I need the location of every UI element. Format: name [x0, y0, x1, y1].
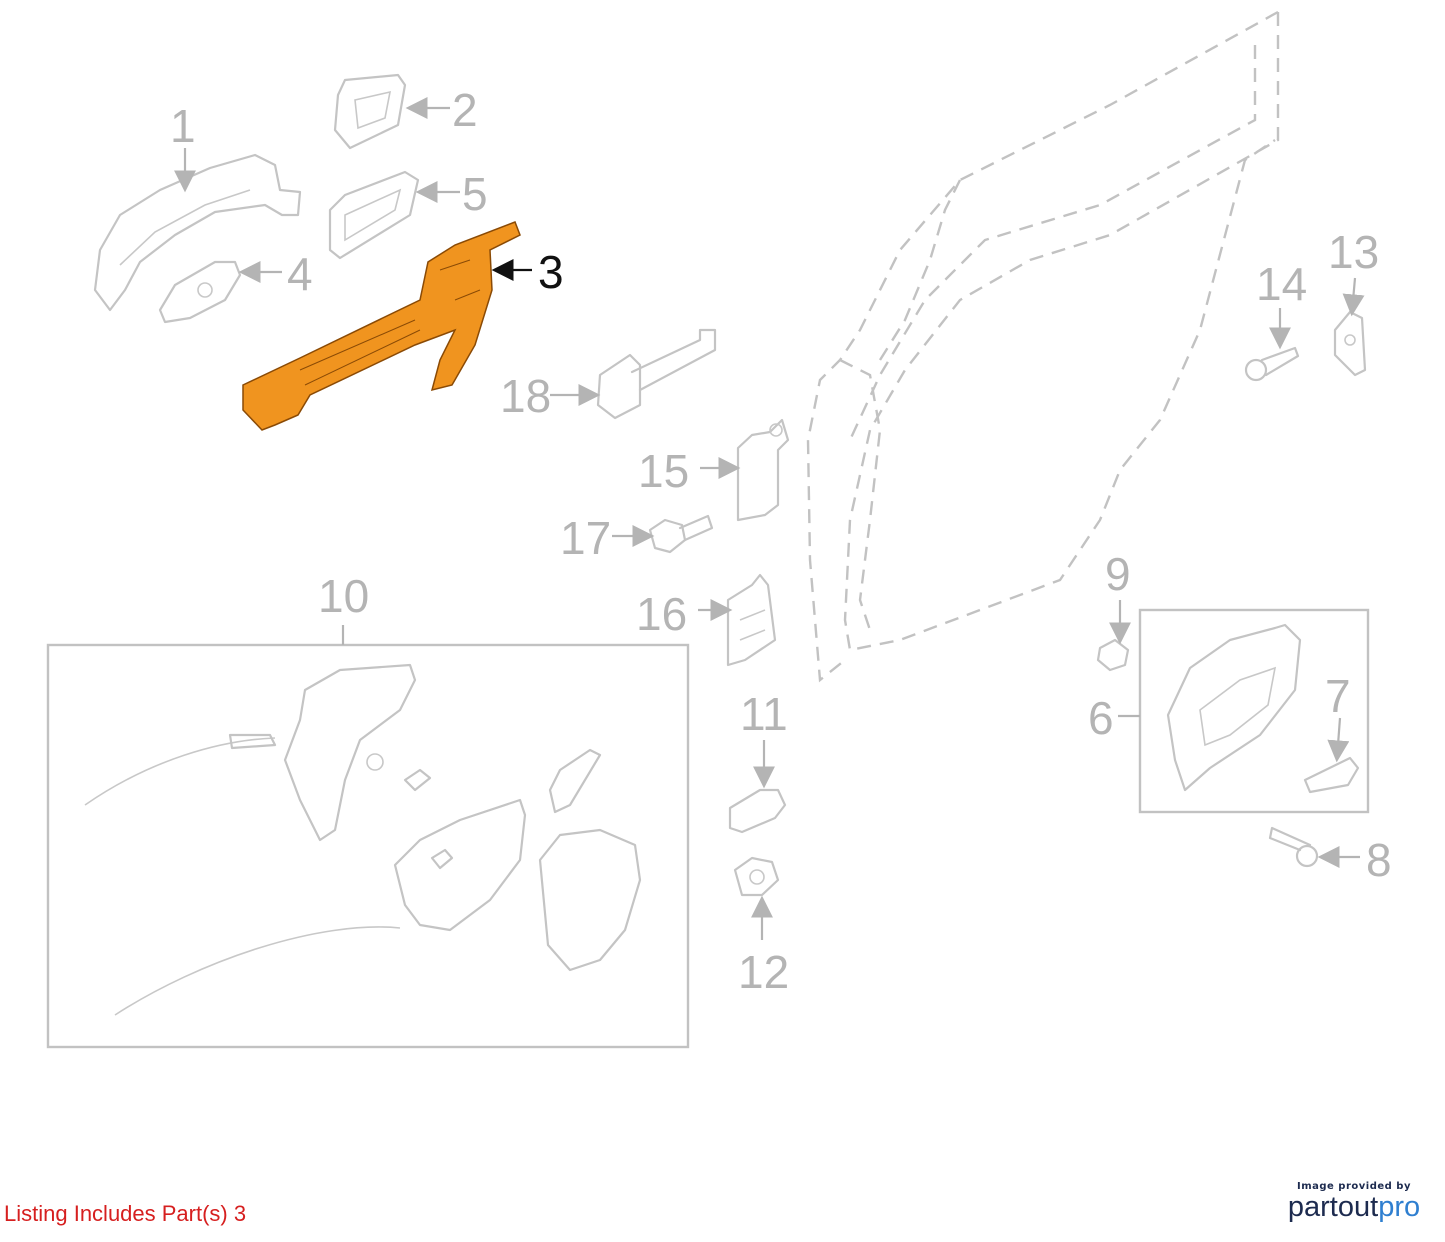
- listing-includes-text: Listing Includes Part(s) 3: [4, 1201, 247, 1226]
- callout-16: 16: [636, 588, 687, 640]
- callout-13: 13: [1328, 226, 1379, 278]
- leader-lines: [174, 97, 1365, 940]
- brand-part-a: partout: [1287, 1191, 1379, 1223]
- handle-pad: [158, 260, 242, 324]
- callout-15: 15: [638, 445, 689, 497]
- lower-hinge: [726, 573, 777, 667]
- handle-screw: [1268, 826, 1319, 868]
- retaining-nut: [1096, 638, 1130, 672]
- partoutpro-logo: partoutpro: [1284, 1192, 1424, 1222]
- callout-12: 12: [738, 946, 789, 998]
- handle-frame-bracket-highlighted: [242, 221, 521, 431]
- outside-door-handle: [93, 153, 302, 312]
- handle-gasket: [328, 170, 420, 260]
- image-credit: Image provided by partoutpro: [1284, 1181, 1424, 1222]
- brand-part-b: pro: [1378, 1191, 1421, 1223]
- door-screw: [728, 788, 787, 834]
- callout-1: 1: [170, 100, 196, 152]
- callout-11: 11: [740, 688, 788, 740]
- callout-3: 3: [538, 246, 564, 298]
- credit-label: Image provided by: [1297, 1181, 1411, 1192]
- callout-14: 14: [1256, 258, 1307, 310]
- callout-17: 17: [560, 512, 611, 564]
- callout-5: 5: [462, 168, 488, 220]
- callout-9: 9: [1105, 548, 1131, 600]
- callout-2: 2: [452, 84, 478, 136]
- handle-cover-cap: [333, 73, 407, 150]
- door-lock-assembly-box: [46, 643, 690, 1049]
- inside-handle-box: [1138, 608, 1370, 814]
- hinge-bolt: [648, 514, 714, 554]
- callout-18: 18: [500, 370, 551, 422]
- callout-6: 6: [1088, 692, 1114, 744]
- door-check-strap: [596, 328, 717, 420]
- callout-10: 10: [318, 570, 369, 622]
- upper-hinge: [736, 418, 790, 522]
- callout-4: 4: [287, 248, 313, 300]
- callout-labels: 1 2 3 4 5 6 7 8 9 10 11 12 13 14 15 16 1…: [170, 84, 1392, 998]
- grommet: [733, 856, 780, 897]
- callout-7: 7: [1325, 670, 1351, 722]
- trim-clip: [1333, 310, 1367, 377]
- door-frame-outline: [806, 10, 1280, 683]
- trim-screw: [1244, 346, 1300, 382]
- callout-8: 8: [1366, 834, 1392, 886]
